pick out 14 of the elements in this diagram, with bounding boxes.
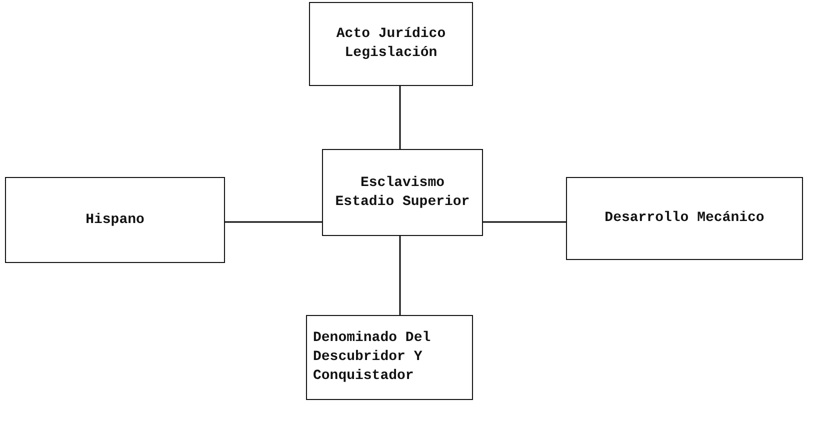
text-box bbox=[306, 315, 473, 400]
connector-line bbox=[399, 236, 401, 315]
connector-line bbox=[225, 221, 322, 223]
text-box bbox=[309, 2, 473, 86]
box-label: Denominado Del Descubridor Y Conquistador bbox=[313, 329, 432, 386]
text-box bbox=[322, 149, 483, 236]
connector-line bbox=[399, 86, 401, 149]
box-label: Esclavismo Estadio Superior bbox=[334, 174, 471, 212]
box-label: Acto Jurídico Legislación bbox=[335, 25, 447, 63]
text-box bbox=[5, 177, 225, 263]
box-label: Hispano bbox=[86, 210, 144, 230]
text-box bbox=[566, 177, 803, 260]
connector-line bbox=[483, 221, 566, 223]
box-label: Desarrollo Mecánico bbox=[604, 209, 764, 228]
